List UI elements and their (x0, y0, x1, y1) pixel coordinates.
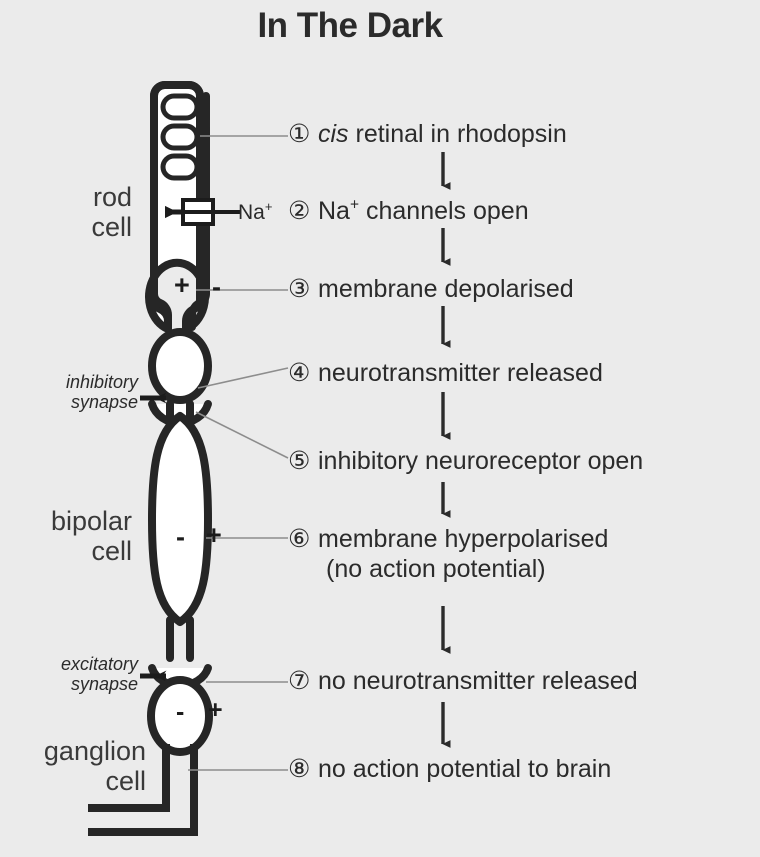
step-1-text: retinal in rhodopsin (348, 120, 567, 148)
step-2-number: ② (288, 197, 311, 225)
sodium-channel-icon (165, 198, 240, 226)
charge-rod-inside: + (174, 270, 190, 300)
step-8-number: ⑧ (288, 755, 311, 783)
charge-bipolar-inside: - (176, 522, 185, 552)
leader-step-5 (195, 411, 289, 459)
step-3-text: membrane depolarised (318, 275, 574, 303)
leader-step-4 (197, 367, 289, 389)
step-5-number: ⑤ (288, 447, 311, 475)
rod-cell-shape (145, 81, 212, 404)
step-2-ion-charge: + (349, 196, 360, 214)
step-6-text: membrane hyperpolarised (318, 525, 609, 553)
step-4-text: neurotransmitter released (318, 359, 603, 387)
leader-lines (188, 135, 289, 771)
step-4-number: ④ (288, 359, 311, 387)
step-7-text: no neurotransmitter released (318, 667, 638, 695)
step-7-number: ⑦ (288, 667, 311, 695)
step-1-italic: cis (318, 120, 349, 148)
bipolar-cell-shape (148, 400, 212, 662)
charge-bipolar-outside: + (206, 520, 222, 550)
step-2-ion: Na (318, 197, 350, 225)
label-ganglion-cell: ganglion cell (43, 736, 146, 797)
step-2-text: channels open (359, 197, 529, 225)
page-title: In The Dark (257, 6, 443, 45)
charge-rod-outside: - (212, 272, 221, 302)
step-1-number: ① (288, 120, 311, 148)
step-6-text-line2: (no action potential) (326, 555, 546, 583)
charge-ganglion-outside: + (208, 696, 223, 724)
step-5-text: inhibitory neuroreceptor open (318, 447, 644, 475)
charge-ganglion-inside: - (176, 698, 185, 726)
label-rod-cell: rod cell (91, 182, 132, 243)
label-excitatory-synapse: excitatory synapse (60, 654, 138, 695)
label-sodium-ion: Na+ (238, 199, 273, 224)
step-8-text: no action potential to brain (318, 755, 612, 783)
ganglion-cell-shape (88, 676, 213, 836)
label-inhibitory-synapse: inhibitory synapse (65, 372, 138, 413)
step-6-number: ⑥ (288, 525, 311, 553)
step-3-number: ③ (288, 275, 311, 303)
label-bipolar-cell: bipolar cell (50, 506, 132, 567)
